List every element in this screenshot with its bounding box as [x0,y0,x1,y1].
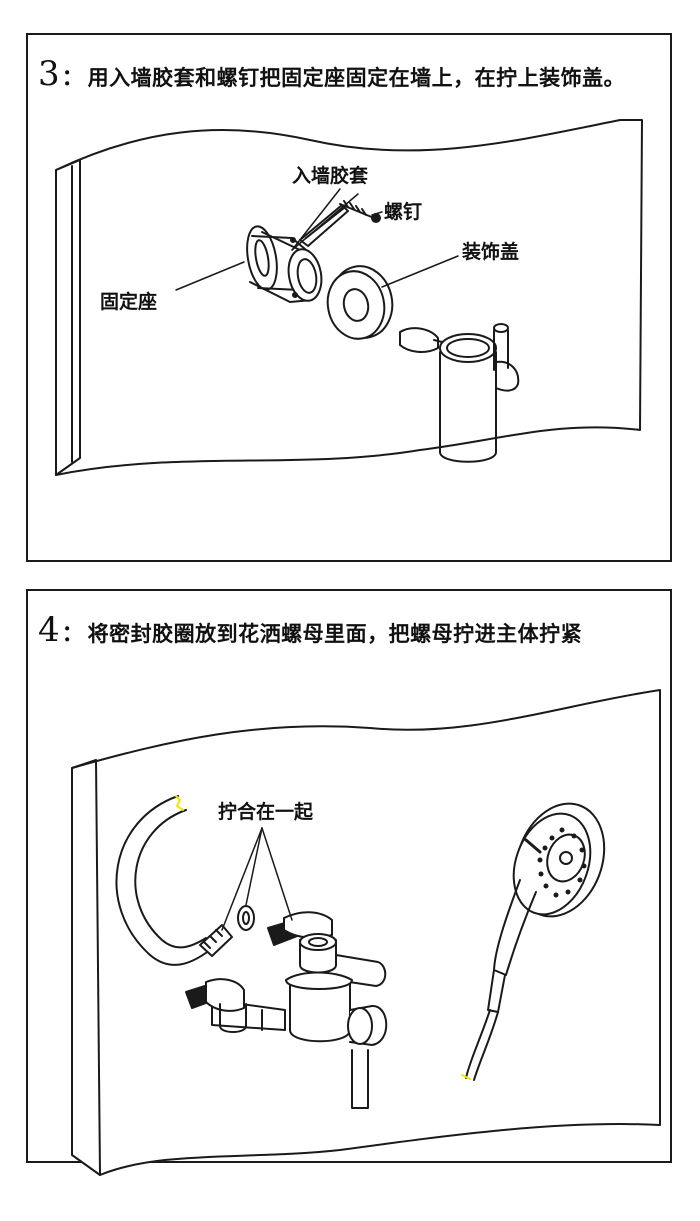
step-4-instruction: 将密封胶圈放到花洒螺母里面，把螺母拧进主体拧紧 [87,622,583,646]
label-fixing-base: 固定座 [100,290,157,313]
leaders-step-4 [221,827,293,931]
fixing-base [246,225,323,303]
label-decorative-cover: 装饰盖 [461,240,519,263]
label-tighten-together: 拧合在一起 [218,800,314,823]
step-4-colon: ： [61,622,84,647]
hand-shower [461,802,606,1081]
step-3-instruction: 用入墙胶套和螺钉把固定座固定在墙上，在拧上装饰盖。 [87,66,626,90]
faucet-body-step-3 [399,323,520,463]
step-3-colon: ： [61,66,84,91]
label-screw: 螺钉 [384,200,422,223]
step-3-heading: 3 ： 用入墙胶套和螺钉把固定座固定在墙上，在拧上装饰盖。 [38,57,625,92]
leaders-step-3 [175,188,459,291]
step-3-number: 3 [38,54,60,94]
shower-hose [115,795,233,966]
sealing-washer [237,905,255,931]
decorative-cover [326,265,394,340]
step-4-heading: 4 ： 将密封胶圈放到花洒螺母里面，把螺母拧进主体拧紧 [38,613,582,648]
wall-step-4 [71,689,661,1176]
step-4-number: 4 [38,610,60,650]
faucet-body-step-4 [185,911,388,1109]
label-wall-anchor: 入墙胶套 [292,164,369,187]
